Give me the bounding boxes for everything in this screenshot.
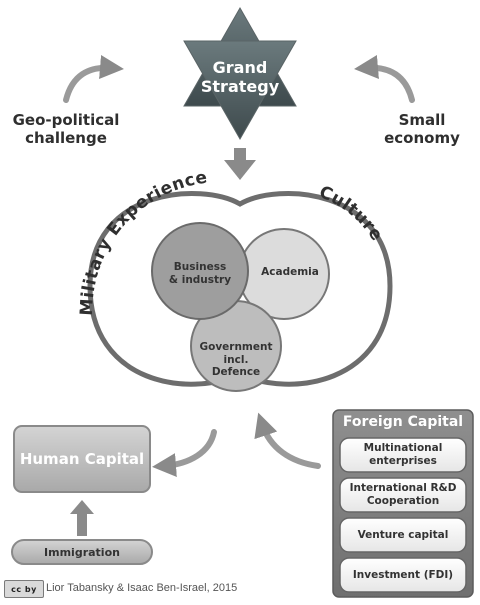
business-circle: [151, 222, 249, 320]
immigration-label: Immigration: [44, 546, 120, 559]
cc-license-badge: cc by: [4, 580, 44, 598]
immigration-pill: [11, 539, 153, 565]
academia-label: Academia: [261, 266, 319, 278]
venture-capital-label: Venture capital: [357, 529, 449, 541]
multinational-enterprises-pill: [339, 437, 467, 473]
business-industry-label: Business & industry: [168, 261, 232, 286]
grand-strategy-star: [183, 6, 297, 141]
geo-political-arrow: [63, 55, 124, 103]
foreign-capital-title: Foreign Capital: [342, 414, 464, 430]
grand-strategy-label: Grand Strategy: [200, 58, 280, 97]
star-down-arrow: [224, 148, 256, 180]
small-economy-label: Small economy: [384, 111, 460, 147]
credit-text: Lior Tabansky & Isaac Ben-Israel, 2015: [46, 582, 238, 594]
human-capital-box: [13, 425, 151, 493]
international-rd-label: International R&D Cooperation: [349, 482, 457, 507]
small-economy-arrow: [354, 55, 415, 103]
venture-capital-pill: [339, 517, 467, 553]
immigration-arrow: [70, 500, 94, 536]
multinational-enterprises-label: Multinational enterprises: [363, 442, 443, 467]
international-rd-pill: [339, 477, 467, 513]
investment-fdi-label: Investment (FDI): [352, 569, 454, 581]
investment-fdi-pill: [339, 557, 467, 593]
human-capital-arrow: [152, 429, 217, 478]
government-defence-label: Government incl. Defence: [199, 341, 273, 379]
geo-political-label: Geo-political challenge: [12, 111, 120, 147]
human-capital-title: Human Capital: [19, 450, 145, 468]
foreign-capital-arrow: [254, 412, 321, 469]
